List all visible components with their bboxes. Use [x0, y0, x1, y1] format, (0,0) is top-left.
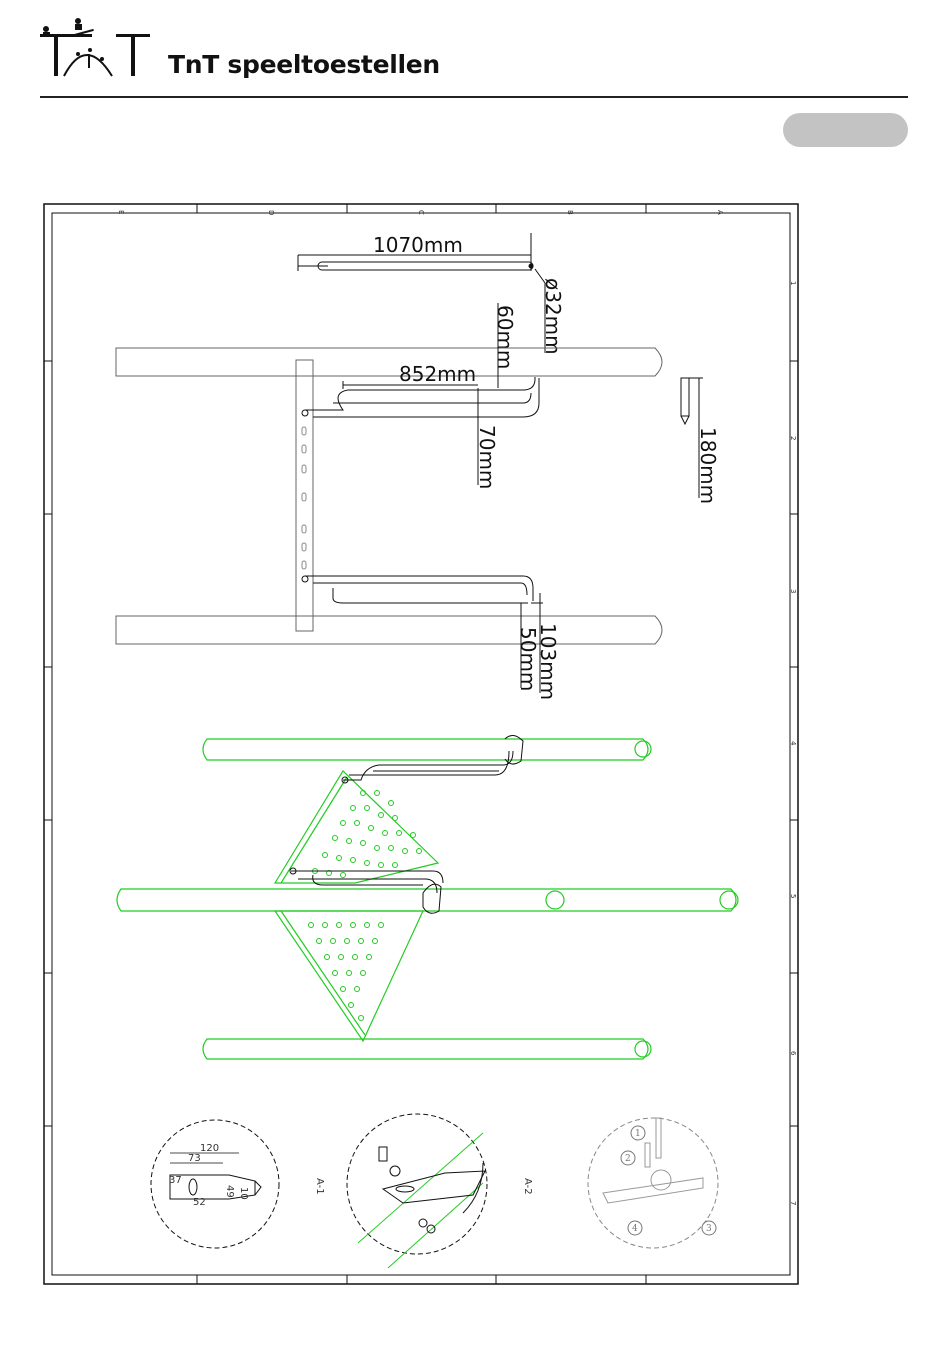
col-label-c: C: [417, 210, 425, 215]
page-header: TnT speeltoestellen: [40, 14, 908, 98]
dim-offset-mid: 70mm: [475, 425, 499, 489]
dim-length: 1070mm: [373, 233, 463, 257]
brand-name: TnT speeltoestellen: [168, 50, 440, 79]
detail-dim-52: 52: [193, 1197, 206, 1208]
detail-dim-73: 73: [188, 1153, 201, 1164]
header-divider: [40, 96, 908, 98]
callout-3: 3: [706, 1224, 712, 1234]
row-label-2: 2: [789, 436, 797, 440]
dim-offset-b: 50mm: [516, 627, 540, 691]
detail-label-a1: A-1: [314, 1178, 325, 1195]
detail-exploded: 1 2 3 4: [588, 1118, 718, 1248]
dim-height: 180mm: [696, 427, 720, 504]
row-label-1: 1: [789, 281, 797, 285]
callout-2: 2: [625, 1154, 631, 1164]
detail-a2: [347, 1114, 487, 1268]
col-label-d: D: [267, 210, 275, 215]
col-label-a: A: [716, 210, 724, 215]
detail-label-a2: A-2: [522, 1178, 533, 1195]
row-label-7: 7: [789, 1201, 797, 1205]
col-label-b: B: [566, 210, 574, 215]
detail-a1: 120 73 49 37 10 52: [151, 1120, 279, 1248]
technical-drawing: E D C B A 1 2 3 4 5 6 7 1070mm ø32mm 60m…: [43, 203, 799, 1285]
assembly-handles: [290, 735, 523, 913]
detail-dim-10: 10: [238, 1187, 249, 1200]
page-tag: [783, 113, 908, 147]
detail-dim-120: 120: [200, 1143, 219, 1154]
row-label-3: 3: [789, 589, 797, 593]
col-label-e: E: [117, 210, 125, 214]
tnt-logo: [40, 14, 155, 78]
assembly-view: [117, 739, 738, 1059]
dim-diameter: ø32mm: [541, 278, 565, 355]
dim-inner-length: 852mm: [399, 362, 476, 386]
row-label-4: 4: [789, 741, 797, 746]
row-label-5: 5: [789, 894, 797, 898]
row-label-6: 6: [789, 1051, 797, 1056]
callout-1: 1: [635, 1129, 641, 1139]
detail-dim-49: 49: [224, 1185, 235, 1198]
callout-4: 4: [632, 1224, 638, 1234]
detail-dim-37: 37: [169, 1175, 182, 1186]
dim-offset-top: 60mm: [493, 305, 517, 369]
row-ticks: [44, 361, 798, 1126]
